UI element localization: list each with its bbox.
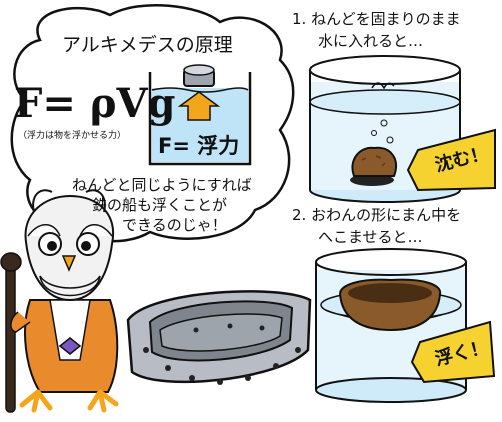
step2-line-2: へこませると… (318, 228, 423, 246)
speech-line-1: ねんどと同じようにすれば (72, 176, 252, 194)
speech-line-3: できるのじゃ！ (122, 216, 227, 234)
step2-line-1: 2. おわんの形にまん中を (292, 206, 462, 224)
cylinder-float (315, 248, 467, 403)
clay-lump (351, 146, 397, 177)
owl-sage-character (0, 189, 119, 413)
step1-line-1: 1. ねんどを固まりのまま (292, 10, 461, 28)
speech-line-2: 鉄の船も浮くことが (92, 196, 228, 214)
step1-line-2: 水に入れると… (318, 32, 424, 50)
steel-boat (126, 290, 312, 385)
formula-note: （浮力は物を浮かせる力） (18, 131, 127, 141)
walking-staff (5, 261, 16, 413)
up-arrow-icon (177, 91, 221, 121)
float-badge (410, 320, 496, 384)
bubble-title: アルキメデスの原理 (62, 34, 233, 56)
buoyancy-label: F= 浮力 (158, 134, 240, 158)
formula: F= ρVg (14, 80, 176, 127)
sink-badge (406, 128, 496, 192)
buoyancy-beaker (148, 64, 252, 166)
